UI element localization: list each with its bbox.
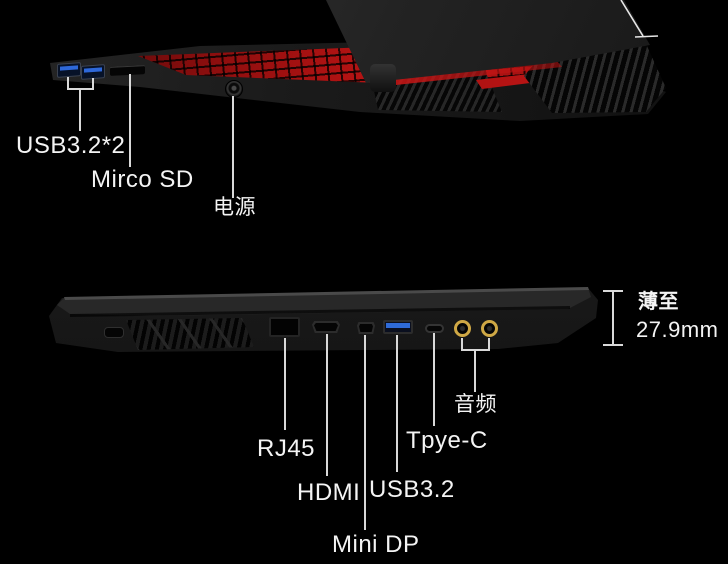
sd-leader-line bbox=[129, 74, 131, 167]
usb-blue-tongue bbox=[60, 65, 78, 71]
audio-jack-1-icon bbox=[454, 320, 471, 337]
thickness-measure-line bbox=[612, 291, 614, 345]
hdmi-port-icon bbox=[312, 321, 340, 333]
minidp-leader-line bbox=[364, 335, 366, 530]
rj45-port-opening bbox=[271, 319, 298, 335]
mini-dp-port-icon bbox=[357, 322, 375, 334]
usb-bracket-right-line bbox=[92, 78, 94, 89]
usb-bracket-left-line bbox=[67, 77, 69, 89]
usb-leader-line bbox=[79, 88, 81, 131]
label-thickness-prefix: 薄至 bbox=[638, 291, 679, 313]
usb-leader-line-2 bbox=[396, 335, 398, 472]
rj45-port-icon bbox=[269, 317, 300, 337]
label-usb3-2: USB3.2 bbox=[369, 476, 455, 503]
audio-bracket-left-line bbox=[461, 338, 463, 349]
typec-leader-line bbox=[433, 333, 435, 426]
label-thickness-value: 27.9mm bbox=[636, 317, 719, 342]
label-rj45: RJ45 bbox=[257, 435, 316, 462]
label-type-c: Tpye-C bbox=[406, 427, 488, 454]
hinge bbox=[370, 64, 396, 92]
usb-a-port-side-icon bbox=[383, 320, 413, 334]
label-mini-dp: Mini DP bbox=[332, 531, 420, 558]
usb-blue-tongue bbox=[84, 67, 102, 73]
hdmi-leader-line bbox=[326, 334, 328, 476]
micro-sd-slot-icon bbox=[110, 65, 145, 76]
label-audio: 音频 bbox=[454, 393, 497, 416]
rj45-leader-line bbox=[284, 338, 286, 430]
audio-leader-line bbox=[474, 349, 476, 392]
mini-dp-port-opening bbox=[359, 324, 373, 332]
power-leader-line bbox=[232, 96, 234, 198]
thickness-measure-bottom-cap bbox=[603, 344, 623, 346]
power-jack-icon bbox=[225, 80, 243, 98]
audio-bracket-right-line bbox=[488, 338, 490, 349]
kensington-lock-slot-icon bbox=[104, 327, 124, 338]
usb-blue-tongue bbox=[386, 323, 410, 328]
label-mirco-sd: Mirco SD bbox=[91, 166, 194, 193]
hdmi-port-opening bbox=[314, 323, 338, 331]
label-usb3-2x2: USB3.2*2 bbox=[16, 132, 126, 159]
thickness-measure-top-cap bbox=[603, 290, 623, 292]
label-power: 电源 bbox=[213, 196, 256, 219]
audio-jack-2-icon bbox=[481, 320, 498, 337]
usb-a-port-1-icon bbox=[57, 62, 81, 78]
label-hdmi: HDMI bbox=[297, 479, 361, 506]
type-c-port-icon bbox=[425, 324, 444, 333]
